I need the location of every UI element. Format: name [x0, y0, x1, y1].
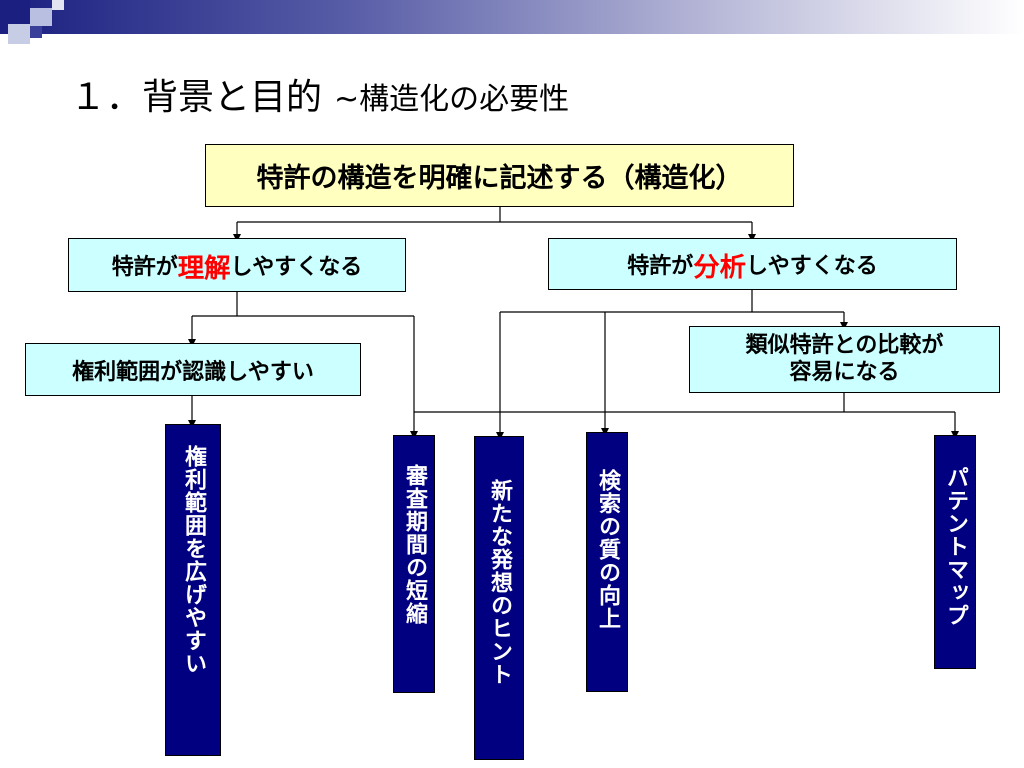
understand-suffix: しやすくなる — [230, 255, 363, 280]
analyze-box: 特許が分析しやすくなる — [548, 238, 957, 290]
rights-box: 権利範囲が認識しやすい — [25, 343, 361, 396]
analyze-suffix: しやすくなる — [746, 254, 878, 279]
analyze-prefix: 特許が — [627, 254, 694, 279]
outcome-new-ideas: 新たな発想のヒント — [474, 436, 524, 760]
outcome-patent-map: パテントマップ — [934, 435, 976, 669]
compare-label: 類似特許との比較が 容易になる — [745, 333, 944, 385]
root-label: 特許の構造を明確に記述する（構造化） — [256, 163, 743, 194]
analyze-emphasis: 分析 — [693, 251, 746, 283]
root-box: 特許の構造を明確に記述する（構造化） — [205, 144, 794, 207]
outcome-search-quality-label: 検索の質の向上 — [595, 469, 620, 630]
outcome-shorter-examination-label: 審査期間の短縮 — [402, 464, 427, 625]
outcome-shorter-examination: 審査期間の短縮 — [393, 435, 435, 693]
header-bar — [0, 0, 1024, 34]
title-subtitle: ~構造化の必要性 — [334, 82, 570, 117]
outcome-search-quality: 検索の質の向上 — [586, 432, 628, 692]
compare-box: 類似特許との比較が 容易になる — [689, 326, 1000, 393]
outcome-widen-rights-label: 権利範囲を広げやすい — [181, 445, 206, 675]
title-main: １．背景と目的 — [70, 77, 323, 118]
outcome-patent-map-label: パテントマップ — [943, 466, 968, 627]
outcome-widen-rights: 権利範囲を広げやすい — [165, 424, 221, 756]
understand-box: 特許が理解しやすくなる — [68, 238, 406, 292]
slide-title: １．背景と目的 ~構造化の必要性 — [70, 68, 569, 120]
understand-prefix: 特許が — [111, 255, 178, 280]
rights-label: 権利範囲が認識しやすい — [72, 359, 314, 385]
outcome-new-ideas-label: 新たな発想のヒント — [487, 479, 512, 686]
understand-emphasis: 理解 — [177, 252, 231, 284]
